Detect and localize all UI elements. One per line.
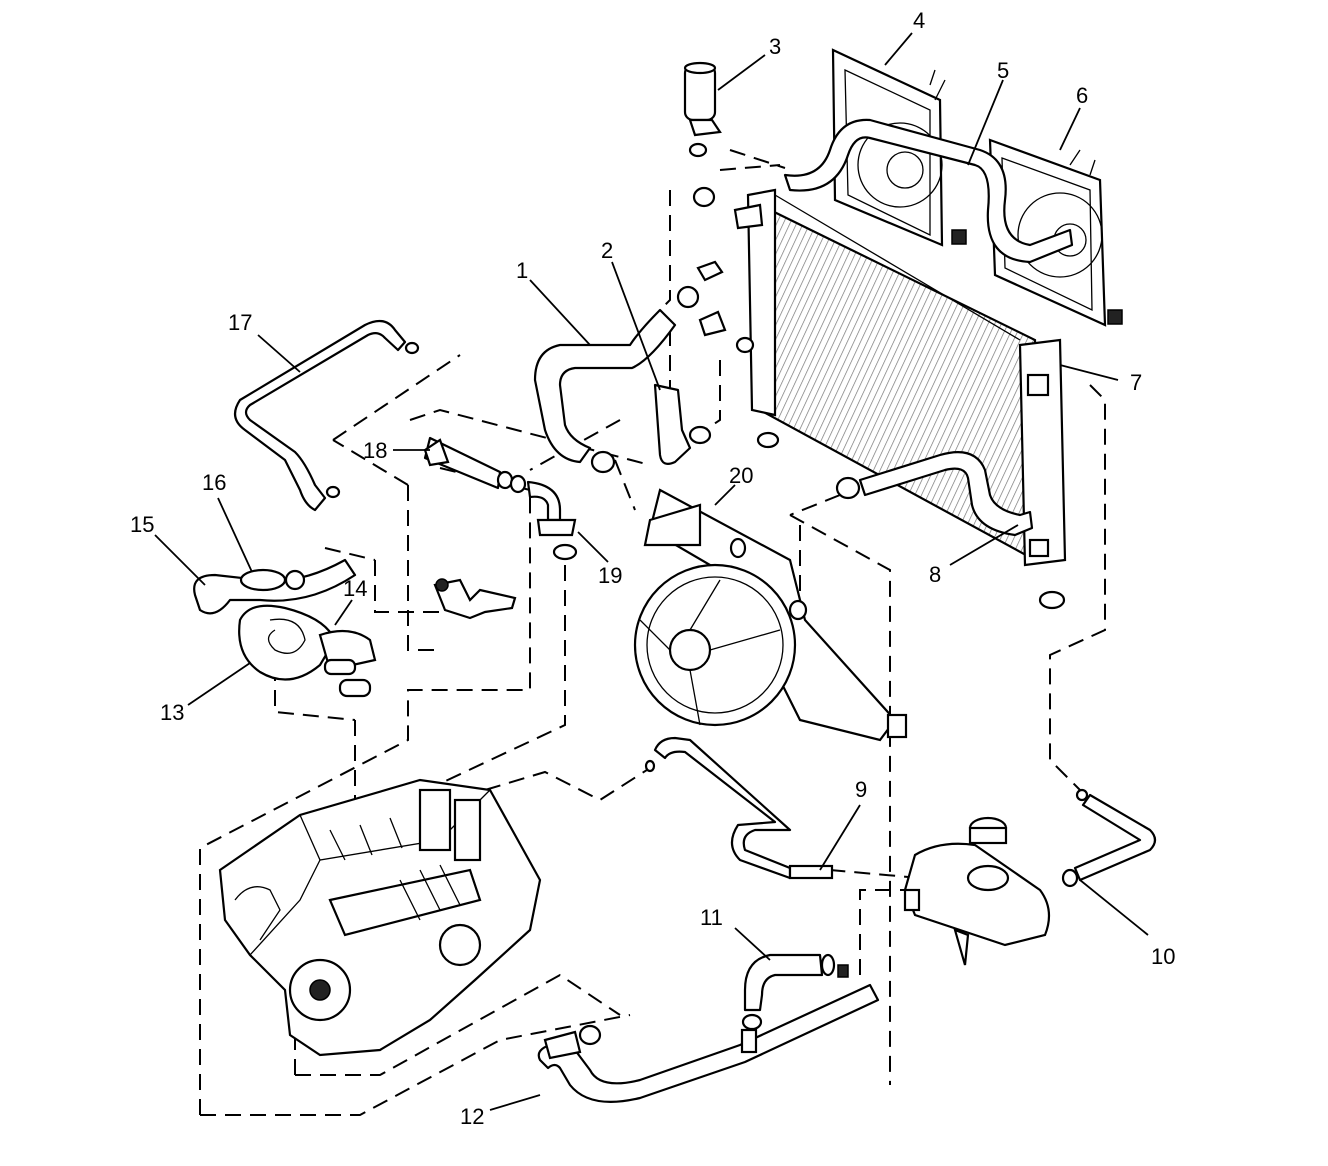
leader-lines — [154, 32, 1149, 1111]
callout-9: 9 — [855, 777, 867, 802]
hose-1 — [533, 285, 700, 474]
callout-14: 14 — [343, 576, 367, 601]
callout-18: 18 — [363, 438, 387, 463]
callout-13: 13 — [160, 700, 184, 725]
callout-2: 2 — [601, 238, 613, 263]
callout-20: 20 — [729, 463, 753, 488]
cooling-fan-assembly — [633, 488, 908, 742]
hose-8 — [835, 451, 1066, 610]
filler-neck — [683, 61, 722, 208]
coolant-reservoir — [903, 816, 1051, 966]
hose-12 — [537, 983, 880, 1103]
callout-17: 17 — [228, 310, 252, 335]
engine-block — [218, 778, 542, 1057]
hose-5 — [783, 118, 1074, 264]
heater-pipe — [423, 436, 578, 561]
callout-11: 11 — [700, 905, 723, 930]
callout-8: 8 — [929, 562, 941, 587]
callout-16: 16 — [202, 470, 226, 495]
callout-15: 15 — [130, 512, 154, 537]
callout-3: 3 — [769, 34, 781, 59]
callout-12: 12 — [460, 1104, 484, 1129]
callout-4: 4 — [913, 8, 925, 33]
callout-7: 7 — [1130, 370, 1142, 395]
callout-6: 6 — [1076, 83, 1088, 108]
callout-numbers: 1 2 3 4 5 6 7 8 9 10 11 12 13 14 15 16 1… — [130, 8, 1175, 1129]
hose-11 — [741, 953, 849, 1031]
hose-17 — [233, 319, 420, 512]
callout-1: 1 — [516, 258, 528, 283]
callout-5: 5 — [997, 58, 1009, 83]
hose-9 — [644, 736, 834, 880]
hose-10 — [1061, 788, 1157, 888]
callout-19: 19 — [598, 563, 622, 588]
water-pump-housing — [193, 558, 517, 698]
callout-10: 10 — [1151, 944, 1175, 969]
hose-2 — [653, 260, 727, 465]
